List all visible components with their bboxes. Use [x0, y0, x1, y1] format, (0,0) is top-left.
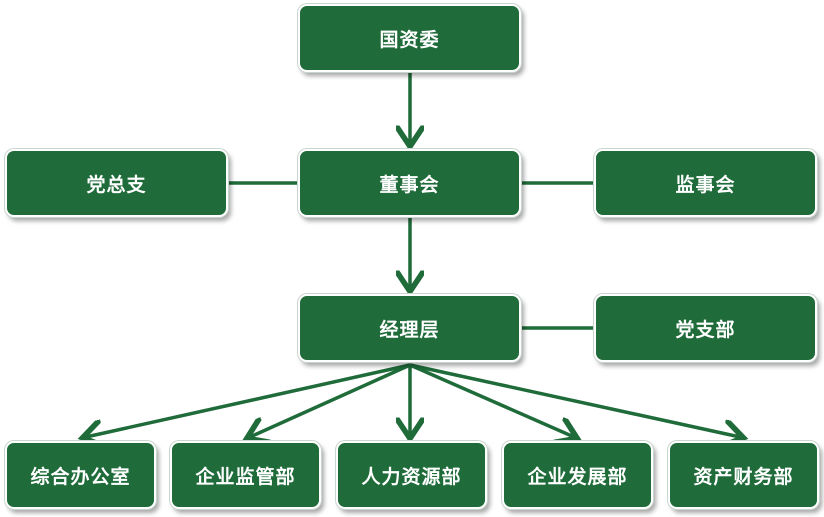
- node-party-branch: 党支部: [594, 294, 817, 362]
- arrow-management-to-development: [409, 363, 574, 437]
- node-dept-development: 企业发展部: [502, 441, 653, 509]
- node-dept-finance: 资产财务部: [668, 441, 819, 509]
- node-board: 董事会: [298, 149, 521, 217]
- node-sasac: 国资委: [298, 4, 521, 72]
- node-management: 经理层: [298, 294, 521, 362]
- arrow-management-to-supervision: [250, 363, 411, 437]
- node-dept-supervision: 企业监管部: [170, 441, 321, 509]
- node-party-branch-general: 党总支: [5, 149, 228, 217]
- node-dept-general-office: 综合办公室: [5, 441, 156, 509]
- arrow-management-to-finance: [409, 363, 740, 437]
- node-supervisory-board: 监事会: [594, 149, 817, 217]
- arrow-management-to-general-office: [86, 363, 411, 437]
- node-dept-hr: 人力资源部: [336, 441, 487, 509]
